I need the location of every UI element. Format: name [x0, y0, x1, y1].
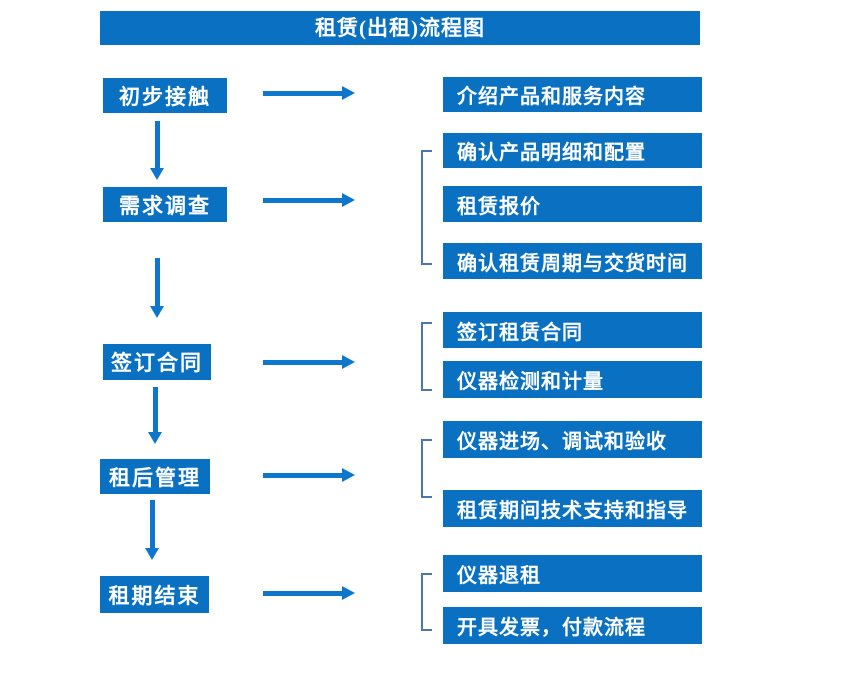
stage-box-post-rental-management: 租后管理	[100, 459, 210, 494]
arrow-head-icon	[342, 468, 355, 482]
arrow-head-icon	[148, 432, 162, 444]
detail-box-confirm-product-details-config: 确认产品明细和配置	[443, 133, 702, 168]
group-bracket-rental-end	[421, 573, 432, 631]
detail-box-rental-tech-support-guidance: 租赁期间技术支持和指导	[443, 490, 702, 527]
stage-box-initial-contact: 初步接触	[103, 78, 227, 113]
flow-arrow-down-4	[145, 500, 159, 560]
detail-box-sign-rental-contract: 签订租赁合同	[443, 312, 702, 348]
flow-arrow-down-2	[150, 258, 164, 318]
arrow-shaft	[149, 500, 155, 549]
group-bracket-demand-survey	[421, 150, 432, 265]
arrow-head-icon	[150, 306, 164, 318]
arrow-shaft	[263, 590, 343, 596]
group-bracket-post-rental	[421, 439, 432, 498]
detail-box-instrument-entry-debug-acceptance: 仪器进场、调试和验收	[443, 421, 702, 458]
arrow-head-icon	[342, 193, 355, 207]
stage-box-demand-survey: 需求调查	[103, 187, 227, 222]
flow-arrow-right-1	[263, 86, 355, 100]
flow-arrow-down-1	[150, 121, 164, 180]
group-bracket-sign-contract	[421, 322, 432, 391]
arrow-shaft	[152, 387, 158, 433]
detail-box-rental-quotation: 租赁报价	[443, 186, 702, 222]
arrow-shaft	[263, 197, 343, 203]
arrow-head-icon	[342, 86, 355, 100]
arrow-shaft	[263, 90, 343, 96]
flow-arrow-down-3	[148, 387, 162, 444]
detail-box-instrument-return: 仪器退租	[443, 555, 702, 592]
flow-arrow-right-5	[263, 586, 355, 600]
arrow-shaft	[154, 258, 160, 307]
arrow-shaft	[263, 359, 343, 365]
stage-box-sign-contract: 签订合同	[103, 344, 211, 380]
stage-box-rental-period-end: 租期结束	[100, 576, 209, 613]
arrow-head-icon	[150, 168, 164, 180]
arrow-head-icon	[342, 586, 355, 600]
arrow-shaft	[154, 121, 160, 169]
detail-box-invoice-payment-process: 开具发票，付款流程	[443, 607, 702, 644]
arrow-head-icon	[145, 548, 159, 560]
flow-arrow-right-2	[263, 193, 355, 207]
detail-box-instrument-testing-metering: 仪器检测和计量	[443, 361, 702, 398]
diagram-title: 租赁(出租)流程图	[100, 11, 700, 45]
arrow-shaft	[263, 472, 343, 478]
flow-arrow-right-4	[263, 468, 355, 482]
arrow-head-icon	[342, 355, 355, 369]
flow-arrow-right-3	[263, 355, 355, 369]
detail-box-introduce-products-services: 介绍产品和服务内容	[443, 77, 702, 112]
detail-box-confirm-rental-period-delivery: 确认租赁周期与交货时间	[443, 243, 702, 279]
